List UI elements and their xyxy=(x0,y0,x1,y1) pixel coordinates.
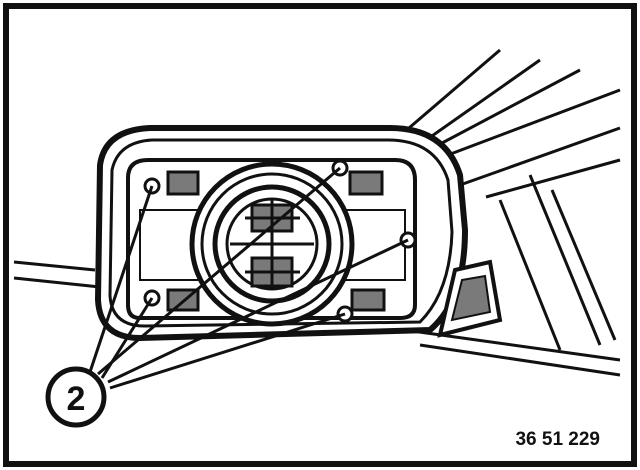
leader-line-4 xyxy=(107,238,409,384)
callout-circle xyxy=(45,366,107,428)
leader-line-5 xyxy=(109,312,346,390)
clip-tab-top-left xyxy=(166,170,200,196)
callout-label: 2 xyxy=(67,380,86,418)
mirror-adjuster-motor xyxy=(189,161,355,327)
callout-leader-lines xyxy=(88,166,409,390)
leader-line-3 xyxy=(100,297,154,379)
door-frame-lines xyxy=(13,48,621,377)
figure-reference-code: 36 51 229 xyxy=(515,429,600,450)
leader-line-1 xyxy=(88,185,154,373)
clip-tab-bottom-right xyxy=(350,288,386,312)
leader-line-2 xyxy=(97,166,341,376)
clip-tab-top-right xyxy=(348,170,384,196)
